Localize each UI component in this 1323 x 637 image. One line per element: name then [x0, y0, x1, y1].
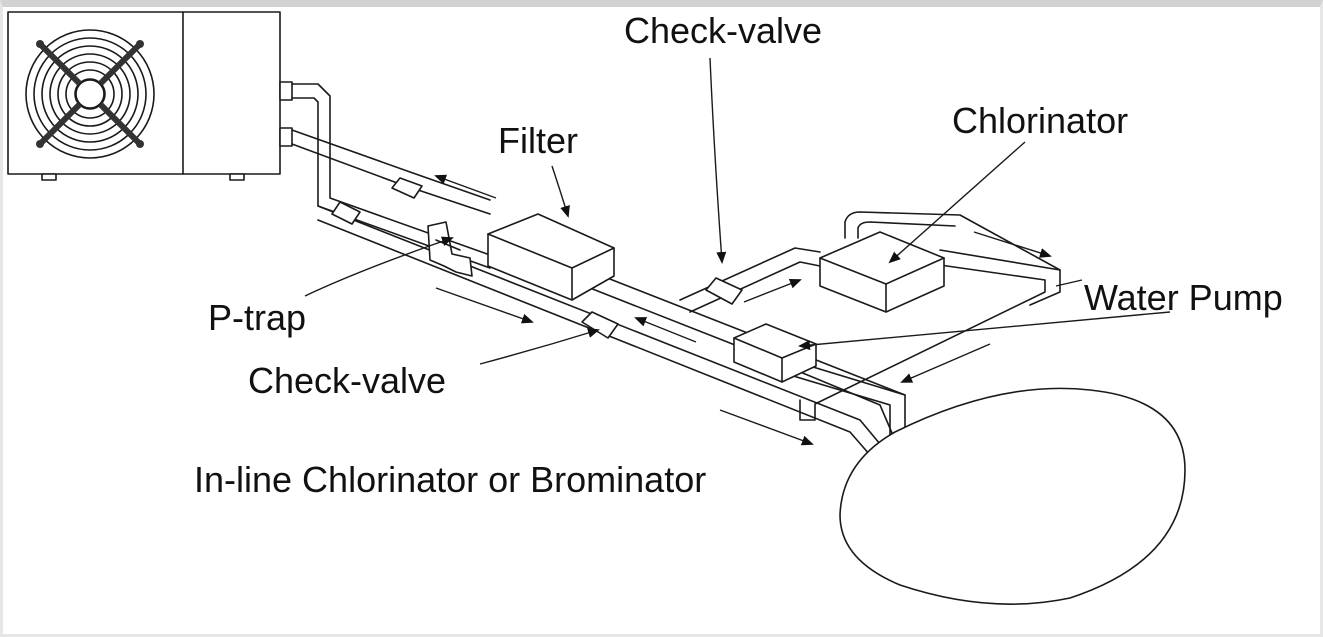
heat-pump-unit [7, 11, 293, 181]
check-valve-upper-pipe [391, 177, 423, 199]
check-valve-lower-left [331, 201, 361, 225]
label-water-pump: Water Pump [1084, 277, 1283, 318]
chlorinator-box [819, 231, 945, 313]
label-check-valve-top: Check-valve [624, 10, 822, 51]
label-filter: Filter [498, 120, 578, 161]
p-trap [427, 221, 473, 277]
check-valve-bottom [581, 311, 619, 339]
fan-grille-icon [25, 29, 155, 159]
label-chlorinator: Chlorinator [952, 100, 1128, 141]
water-pump-box [733, 323, 817, 383]
check-valve-top [705, 277, 743, 305]
flow-arrows [434, 174, 1052, 446]
label-check-valve-bottom: Check-valve [248, 360, 446, 401]
label-inline-chlorinator: In-line Chlorinator or Brominator [194, 459, 706, 500]
pool-tank [839, 387, 1186, 605]
pipes [291, 83, 1061, 456]
label-p-trap: P-trap [208, 297, 306, 338]
label-pointers [304, 57, 1171, 365]
filter-box [487, 213, 615, 301]
